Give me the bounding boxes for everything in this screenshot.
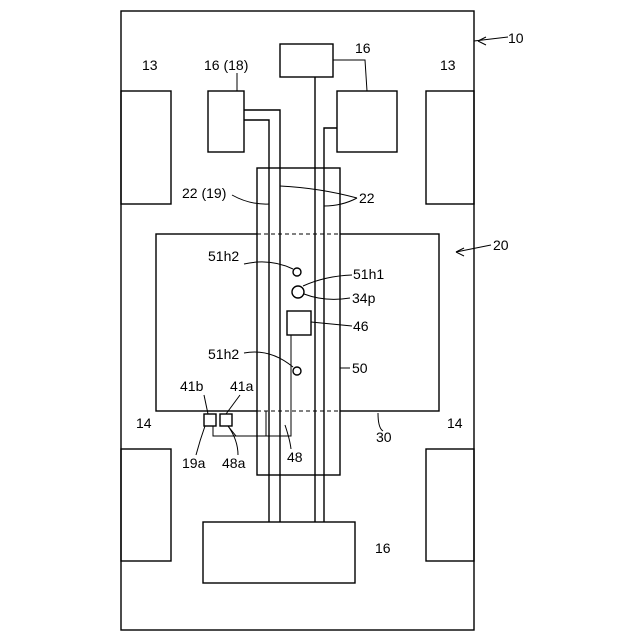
label-vehicle: 10 bbox=[508, 30, 524, 46]
label-hole-upper: 51h2 bbox=[208, 248, 239, 264]
label-unit-top-center: 16 bbox=[355, 40, 371, 56]
connector-left bbox=[204, 414, 216, 426]
label-hole-large-part: 34p bbox=[352, 290, 376, 306]
label-wiring-left: 22 (19) bbox=[182, 185, 226, 201]
label-module: 46 bbox=[353, 318, 369, 334]
label-connector-right: 41a bbox=[230, 378, 254, 394]
unit-top-center bbox=[280, 44, 333, 77]
label-hole-lower: 51h2 bbox=[208, 346, 239, 362]
module bbox=[287, 311, 311, 335]
label-hole-large: 51h1 bbox=[353, 266, 384, 282]
label-branch-line: 48 bbox=[287, 449, 303, 465]
label-unit-top-left: 16 (18) bbox=[204, 57, 248, 73]
unit-bottom bbox=[203, 522, 355, 583]
unit-top-left bbox=[208, 91, 244, 152]
rear-wheel-left bbox=[121, 449, 171, 561]
rear-wheel-right bbox=[426, 449, 474, 561]
label-tunnel-member: 50 bbox=[352, 360, 368, 376]
label-connector-left-part: 19a bbox=[182, 455, 206, 471]
label-rear-wheel-right: 14 bbox=[447, 415, 463, 431]
connector-right bbox=[220, 414, 232, 426]
front-wheel-right bbox=[426, 91, 474, 204]
label-unit-bottom: 16 bbox=[375, 540, 391, 556]
label-connector-left: 41b bbox=[180, 378, 204, 394]
unit-top-right bbox=[337, 91, 397, 152]
label-wiring-right: 22 bbox=[359, 190, 375, 206]
front-wheel-left bbox=[121, 91, 171, 204]
label-floor-panel: 30 bbox=[376, 429, 392, 445]
label-rear-wheel-left: 14 bbox=[136, 415, 152, 431]
label-connector-right-part: 48a bbox=[222, 455, 246, 471]
label-front-wheel-left: 13 bbox=[142, 57, 158, 73]
label-front-wheel-right: 13 bbox=[440, 57, 456, 73]
label-floor-assembly: 20 bbox=[493, 237, 509, 253]
